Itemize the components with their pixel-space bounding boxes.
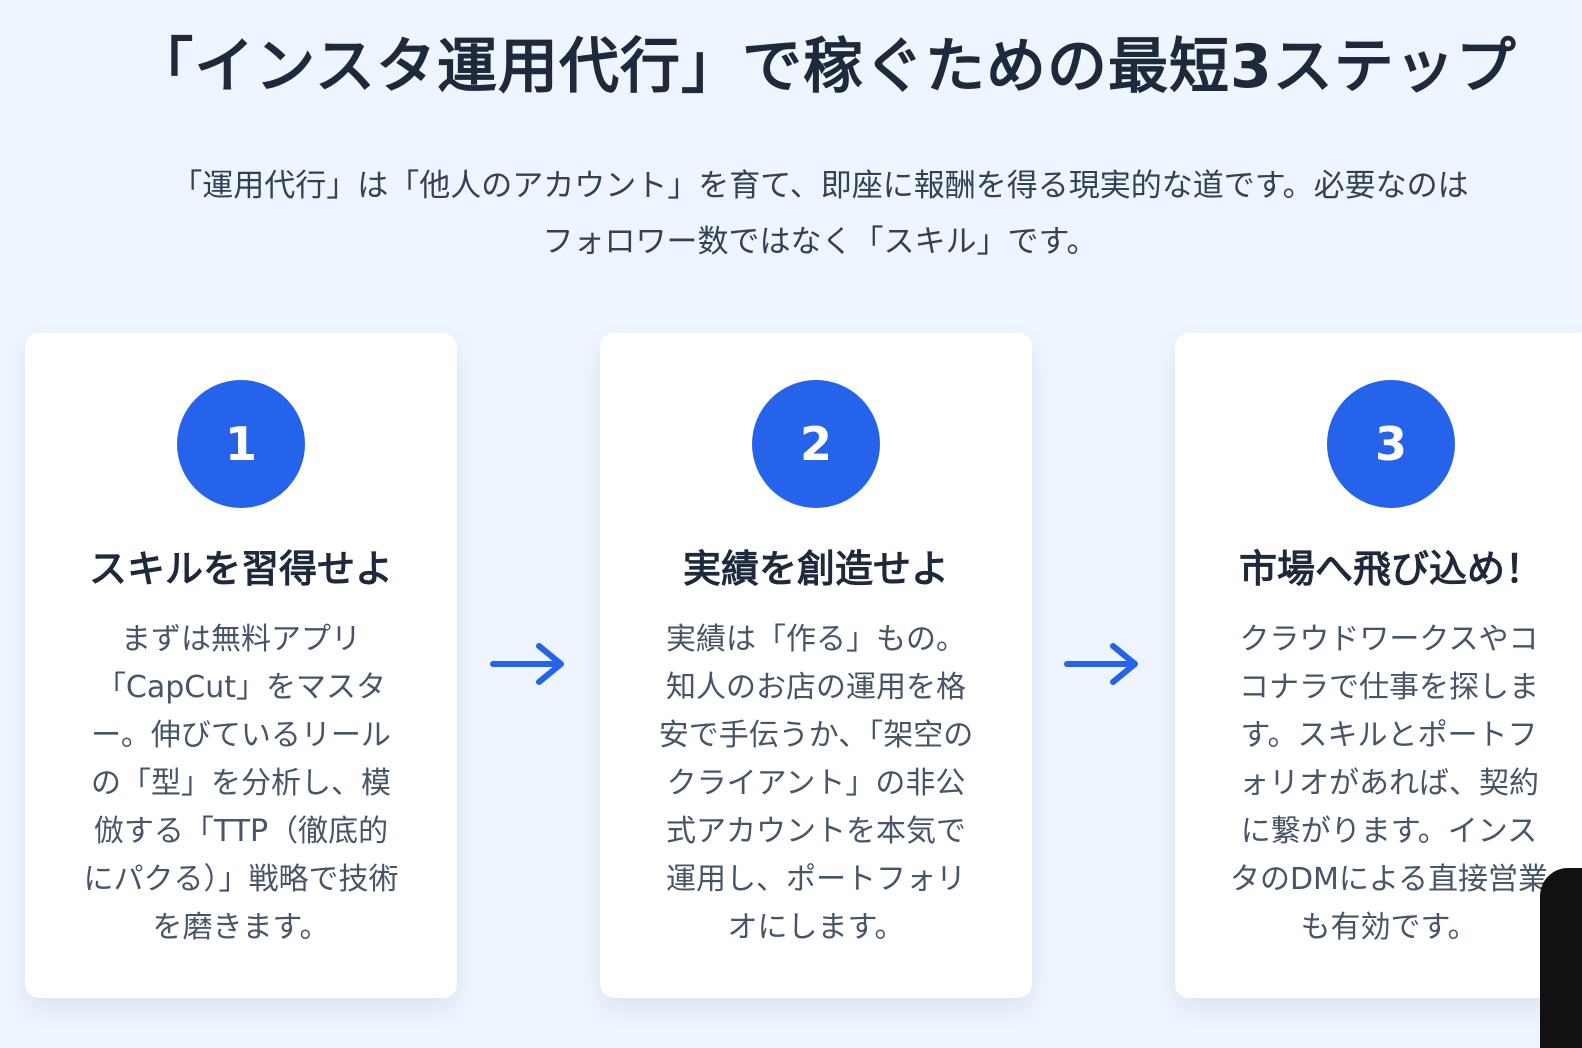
page: 「インスタ運用代行」で稼ぐための最短3ステップ 「運用代行」は「他人のアカウント… xyxy=(25,32,1582,1048)
step-title: 実績を創造せよ xyxy=(682,547,949,591)
step-description: 実績は「作る」もの。 知人のお店の運用を格 安で手伝うか、「架空の クライアント… xyxy=(640,616,992,952)
step-description-line: 「CapCut」をマスタ xyxy=(95,670,387,705)
lead-text: 「運用代行」は「他人のアカウント」を育て、即座に報酬を得る現実的な道です。必要な… xyxy=(70,158,1570,270)
step-description-line: オにします。 xyxy=(727,910,905,945)
step-description-line: にパクる）」戦略で技術 xyxy=(83,862,399,897)
step-description-line: まずは無料アプリ xyxy=(121,622,361,657)
page-title: 「インスタ運用代行」で稼ぐための最短3ステップ xyxy=(133,32,1517,102)
step-number-badge: 3 xyxy=(1327,380,1455,508)
step-description-line: を磨きます。 xyxy=(152,910,330,945)
step-card-3: 3 市場へ飛び込め！ クラウドワークスやコ コナラで仕事を探しま す。スキルとポ… xyxy=(1175,333,1582,998)
step-description-line: 倣する「TTP（徹底的 xyxy=(93,814,389,849)
lead-line: 「運用代行」は「他人のアカウント」を育て、即座に報酬を得る現実的な道です。必要な… xyxy=(171,168,1469,204)
step-card-2: 2 実績を創造せよ 実績は「作る」もの。 知人のお店の運用を格 安で手伝うか、「… xyxy=(600,333,1032,998)
floating-widget-edge[interactable] xyxy=(1540,868,1582,1048)
step-number-badge: 2 xyxy=(752,380,880,508)
step-description-line: 式アカウントを本気で xyxy=(666,814,966,849)
step-description-line: の「型」を分析し、模 xyxy=(91,766,391,801)
step-description-line: クライアント」の非公 xyxy=(666,766,966,801)
step-description-line: ー。伸びているリール xyxy=(91,718,391,753)
step-description-line: に繋がります。インス xyxy=(1240,814,1538,849)
step-description: クラウドワークスやコ コナラで仕事を探しま す。スキルとポートフ ォリオがあれば… xyxy=(1209,616,1569,952)
step-description: まずは無料アプリ 「CapCut」をマスタ ー。伸びているリール の「型」を分析… xyxy=(65,616,417,952)
step-description-line: す。スキルとポートフ xyxy=(1240,718,1538,753)
step-card-1: 1 スキルを習得せよ まずは無料アプリ 「CapCut」をマスタ ー。伸びている… xyxy=(25,333,457,998)
step-description-line: クラウドワークスやコ xyxy=(1239,622,1539,657)
step-description-line: 安で手伝うか、「架空の xyxy=(658,718,974,753)
step-title: スキルを習得せよ xyxy=(88,547,393,591)
step-number-badge: 1 xyxy=(177,380,305,508)
step-description-line: ォリオがあれば、契約 xyxy=(1239,766,1539,801)
step-description-line: 実績は「作る」もの。 xyxy=(666,622,966,657)
arrow-right-icon xyxy=(1063,636,1143,692)
step-description-line: コナラで仕事を探しま xyxy=(1239,670,1539,705)
arrow-right-icon xyxy=(489,636,569,692)
step-description-line: 知人のお店の運用を格 xyxy=(666,670,966,705)
step-description-line: 運用し、ポートフォリ xyxy=(666,862,966,897)
step-description-line: も有効です。 xyxy=(1300,910,1478,945)
step-title: 市場へ飛び込め！ xyxy=(1238,547,1543,591)
step-description-line: タのDMによる直接営業 xyxy=(1229,862,1549,897)
lead-line: フォロワー数ではなく「スキル」です。 xyxy=(542,224,1098,260)
